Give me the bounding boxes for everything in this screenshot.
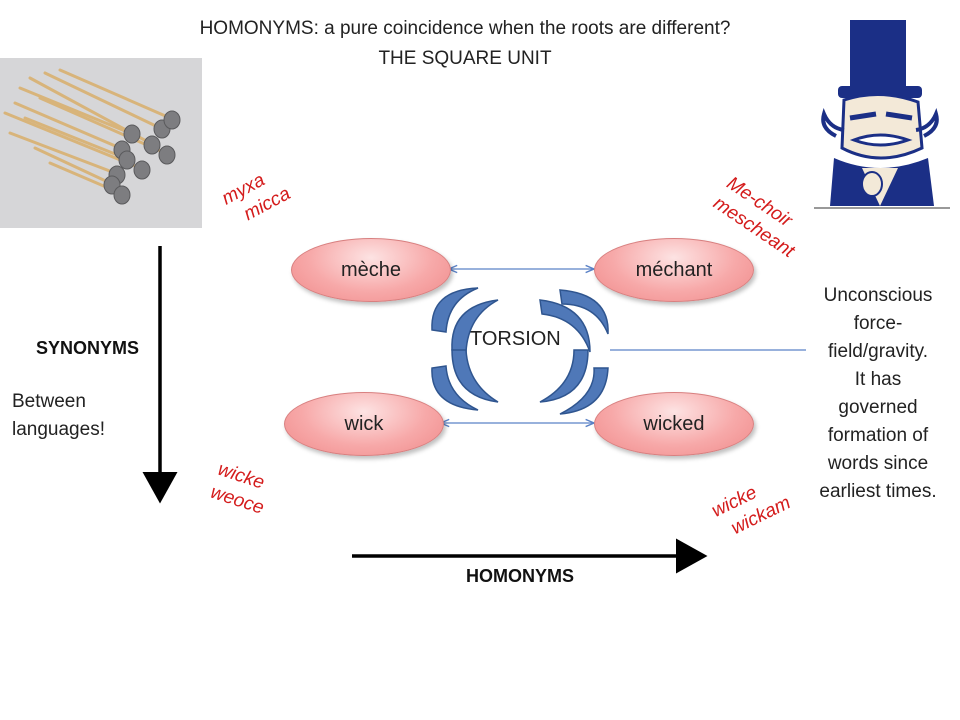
right-note-line-5: governed [838,397,918,418]
torsion-arcs [431,287,609,415]
word-wick: wick [284,392,444,456]
right-note-line-6: formation of [827,425,929,446]
torsion-label: TORSION [470,328,561,350]
right-note-line-1: Unconscious [823,285,933,306]
homonyms-label: HOMONYMS [466,566,574,586]
word-wick-label: wick [344,412,384,435]
word-mechant-label: méchant [635,258,713,281]
right-note-line-3: field/gravity. [828,341,928,362]
word-mechant: méchant [594,238,754,302]
right-note-line-2: force- [853,313,903,334]
candle-wicks-photo [0,58,202,228]
title-line-1: HOMONYMS: a pure coincidence when the ro… [199,18,731,39]
right-note-line-4: It has [854,369,902,390]
title-line-2: THE SQUARE UNIT [378,48,552,69]
word-meche: mèche [291,238,451,302]
villain-cartoon-icon [814,18,950,210]
right-note-line-8: earliest times. [819,481,937,502]
word-wicked: wicked [594,392,754,456]
synonyms-label: SYNONYMS [36,338,140,358]
side-note: Between languages! [12,391,105,440]
right-note-line-7: words since [827,453,929,474]
word-wicked-label: wicked [643,412,705,435]
right-note: Unconscious force- field/gravity. It has… [800,282,956,506]
word-meche-label: mèche [340,258,402,281]
